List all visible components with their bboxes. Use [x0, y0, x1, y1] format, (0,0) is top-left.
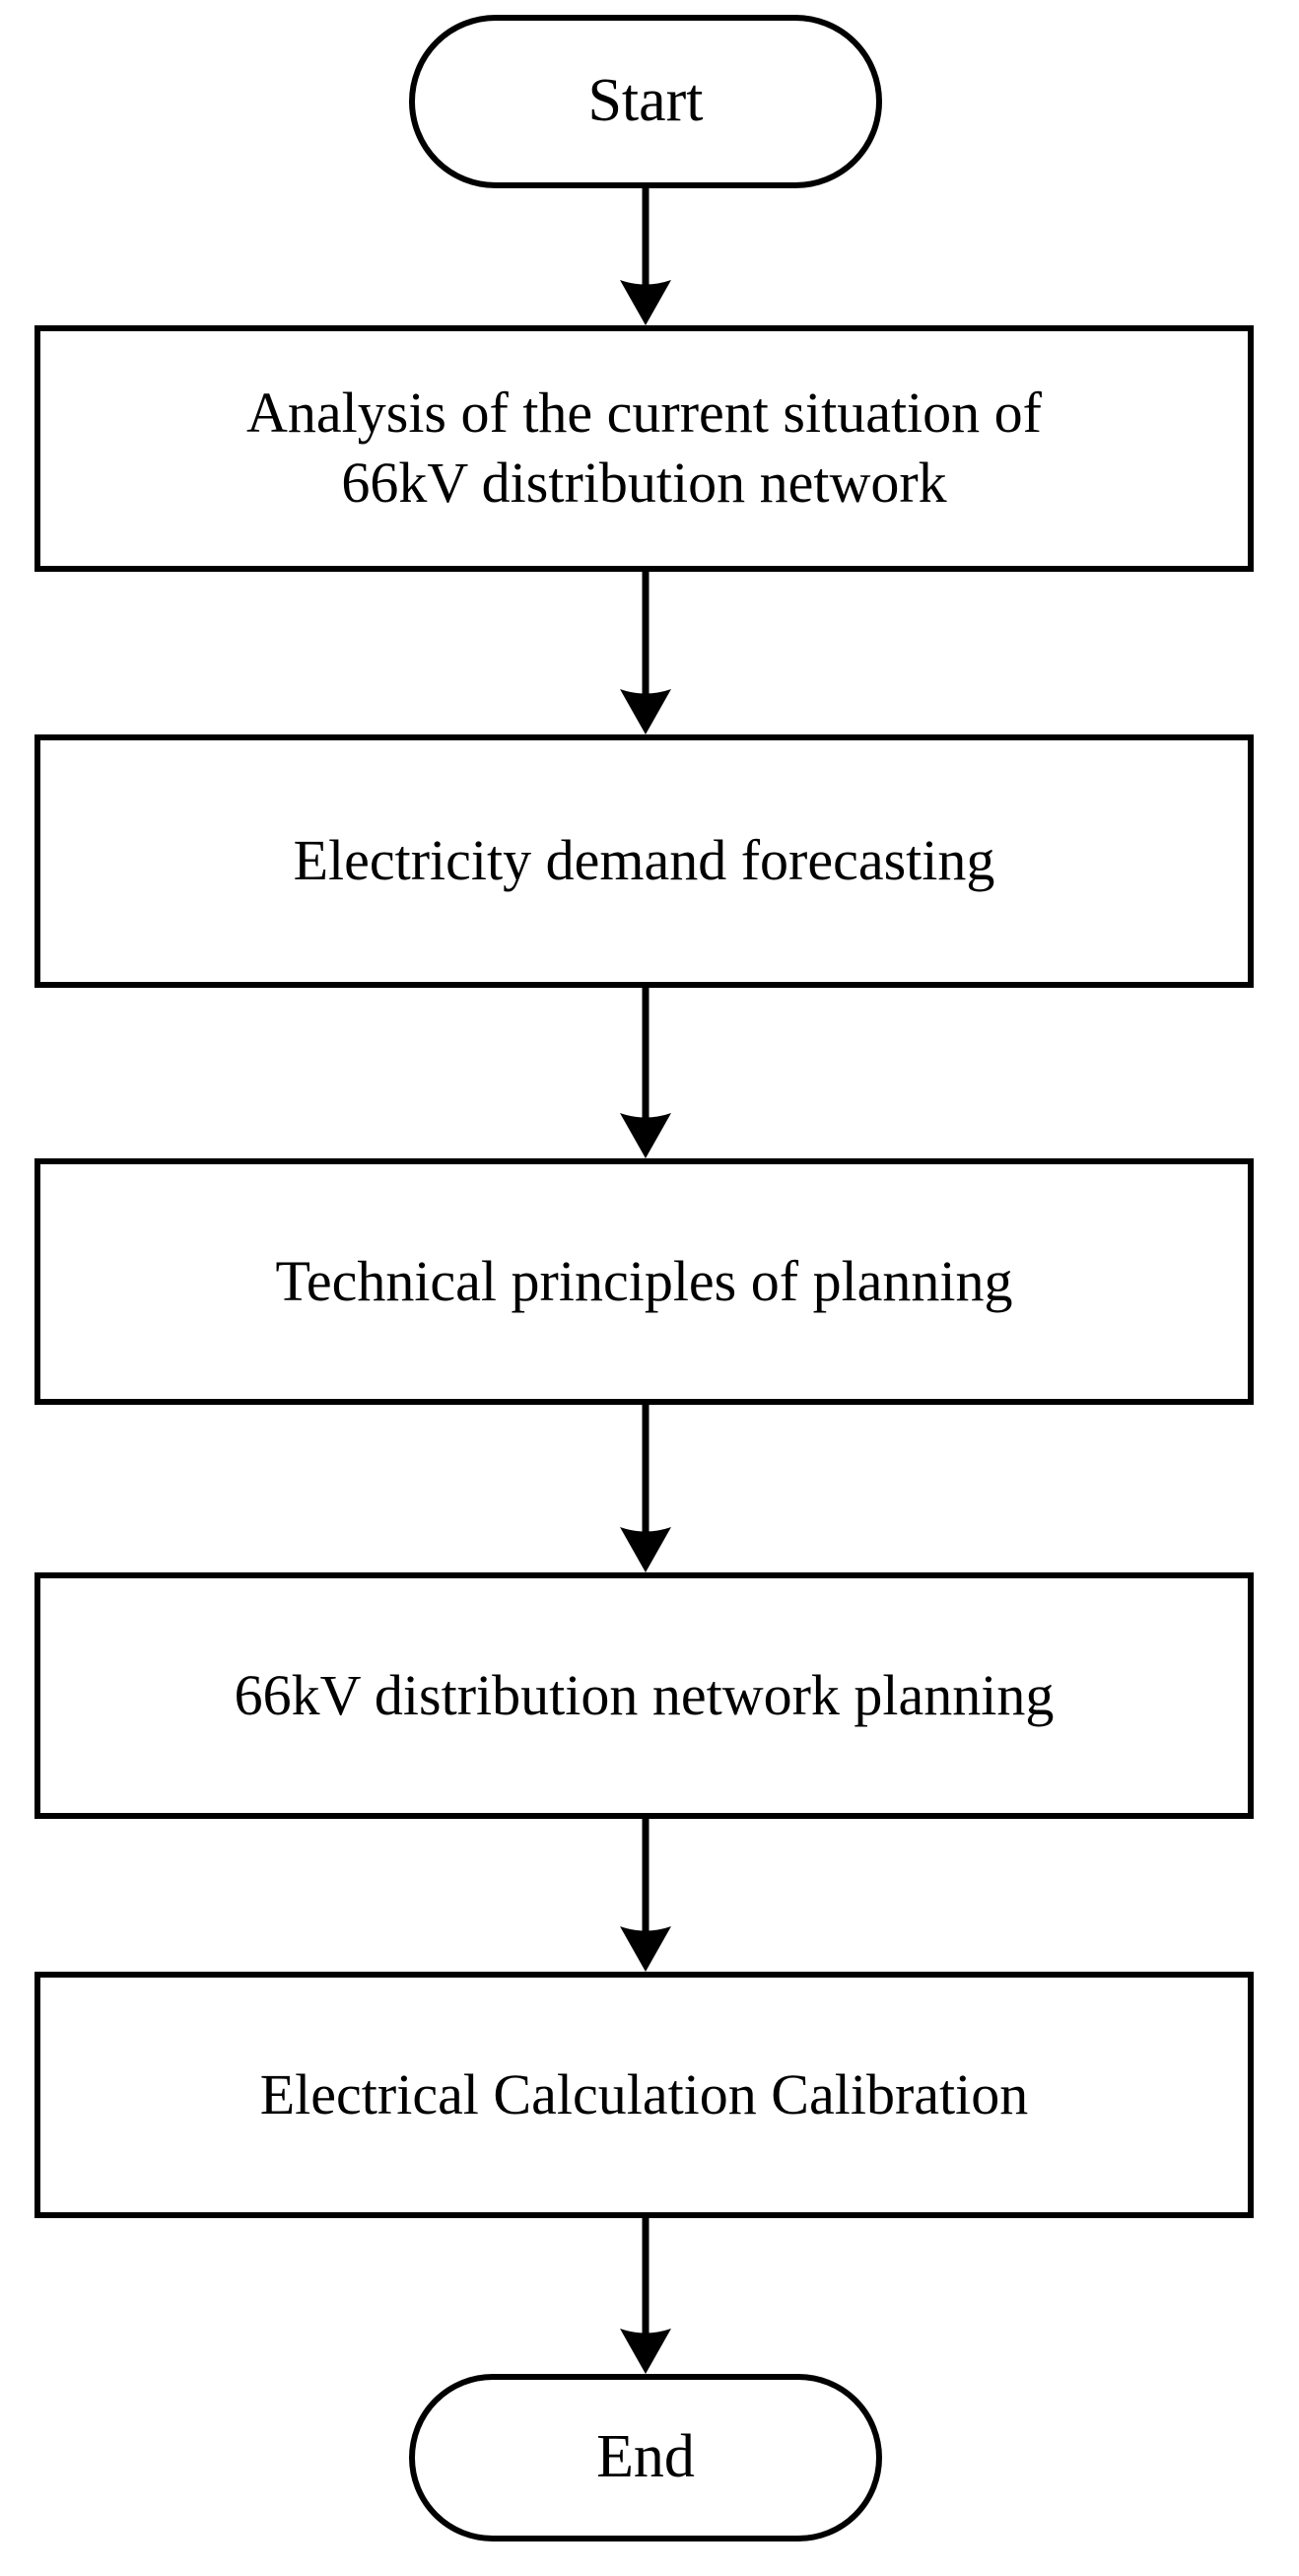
arrowhead-e2: [620, 689, 671, 734]
arrowhead-e4: [620, 1527, 671, 1572]
node-shape-end[interactable]: [409, 2374, 882, 2541]
arrowhead-e6: [620, 2329, 671, 2374]
node-shape-step2[interactable]: [34, 734, 1254, 988]
node-shape-step3[interactable]: [34, 1158, 1254, 1405]
node-shape-step4[interactable]: [34, 1572, 1254, 1819]
arrowhead-e1: [620, 280, 671, 325]
node-shape-step5[interactable]: [34, 1972, 1254, 2218]
node-shape-step1[interactable]: [34, 325, 1254, 572]
edges-layer: [620, 188, 671, 2374]
node-shape-start[interactable]: [409, 15, 882, 188]
arrowhead-e5: [620, 1926, 671, 1972]
arrowhead-e3: [620, 1113, 671, 1158]
nodes-layer: [34, 15, 1254, 2541]
